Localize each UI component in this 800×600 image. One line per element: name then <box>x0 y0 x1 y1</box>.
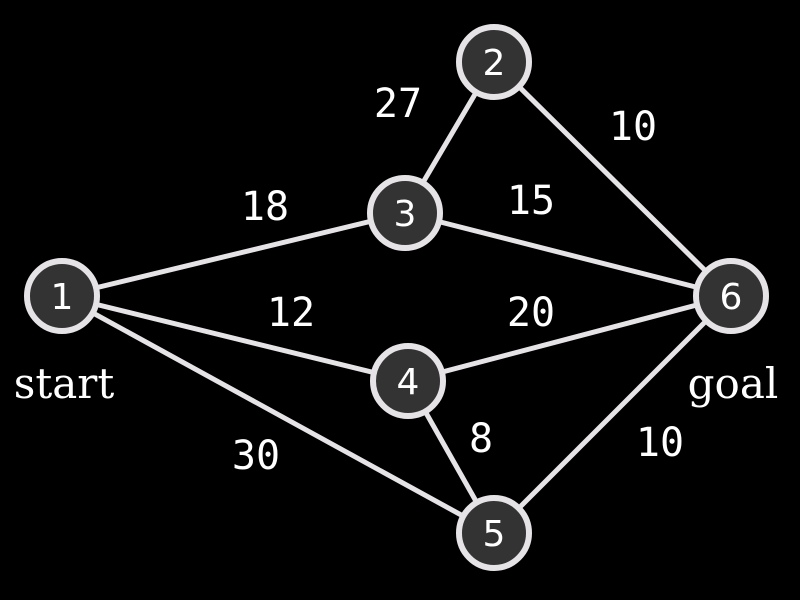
weight-3-2: 27 <box>374 81 422 127</box>
goal-label: goal <box>688 359 779 408</box>
nodes: 1 2 3 4 5 6 <box>24 24 769 571</box>
node-5: 5 <box>456 495 532 571</box>
edge-1-3 <box>61 210 406 299</box>
node-4-label: 4 <box>397 362 420 403</box>
weight-4-5: 8 <box>469 416 493 462</box>
node-1: 1 <box>24 258 100 334</box>
node-4: 4 <box>370 343 446 419</box>
weight-1-3: 18 <box>241 184 289 230</box>
edge-5-6 <box>492 294 733 535</box>
weight-1-5: 30 <box>232 433 280 479</box>
weight-2-6: 10 <box>609 104 657 150</box>
node-3-label: 3 <box>394 194 417 235</box>
node-5-circle <box>456 495 532 571</box>
node-1-circle <box>24 258 100 334</box>
node-6-label: 6 <box>720 277 743 318</box>
edge-2-6 <box>492 60 733 298</box>
start-label: start <box>14 359 115 408</box>
node-6-circle <box>693 258 769 334</box>
node-3-circle <box>367 175 443 251</box>
edge-1-5 <box>60 293 496 536</box>
edge-weights: 18 12 30 27 10 15 20 8 10 <box>232 81 684 479</box>
weight-5-6: 10 <box>636 420 684 466</box>
node-4-circle <box>370 343 446 419</box>
edge-1-4 <box>61 293 409 384</box>
weight-3-6: 15 <box>507 178 555 224</box>
node-2: 2 <box>456 24 532 100</box>
edge-3-6 <box>404 210 732 299</box>
node-5-label: 5 <box>483 514 506 555</box>
weight-4-6: 20 <box>507 290 555 336</box>
node-2-label: 2 <box>483 43 506 84</box>
weight-1-4: 12 <box>267 290 315 336</box>
node-2-circle <box>456 24 532 100</box>
node-3: 3 <box>367 175 443 251</box>
edge-4-6 <box>407 293 732 384</box>
node-6: 6 <box>693 258 769 334</box>
node-1-label: 1 <box>51 277 74 318</box>
